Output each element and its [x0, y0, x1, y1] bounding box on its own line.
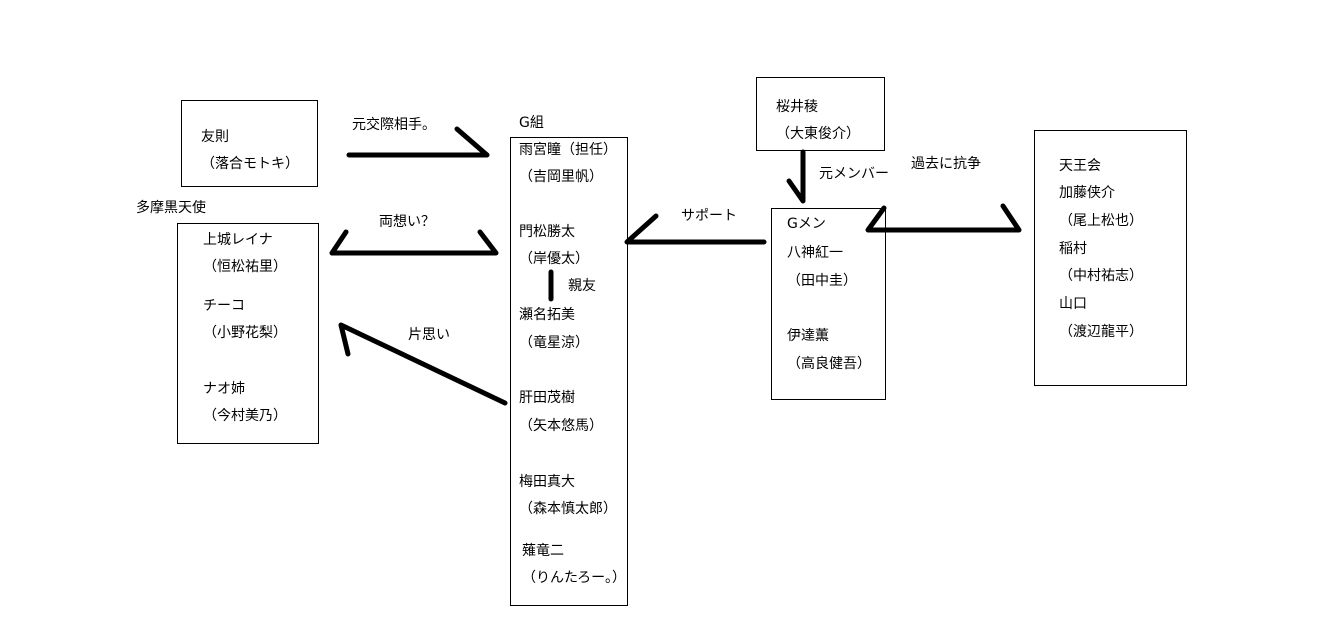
box-tennou-kai [1034, 130, 1187, 386]
g-class-member-name: 肝田茂樹 [519, 390, 575, 406]
box-g-class [510, 137, 628, 606]
g-class-member-name: 梅田真大 [519, 474, 575, 490]
box-sakurai [756, 77, 885, 151]
tama-member-name: ナオ姉 [203, 381, 245, 397]
g-men-member-actor: （田中圭） [787, 273, 857, 289]
g-class-member-actor: （矢本悠馬） [519, 418, 603, 434]
tennou-member-name: 加藤侠介 [1059, 185, 1115, 201]
g-class-member-name: 門松勝太 [519, 224, 575, 240]
arrow-former-member [786, 149, 806, 204]
box-g-men [771, 208, 886, 400]
g-class-title: G組 [519, 115, 544, 131]
tennou-member-name: 山口 [1059, 296, 1087, 312]
g-class-member-actor: （森本慎太郎） [519, 501, 617, 517]
sakurai-actor: （大東俊介） [776, 126, 860, 142]
g-class-member-name: 薙竜二 [522, 543, 564, 559]
tama-member-name: 上城レイナ [203, 232, 273, 248]
label-past-conflict: 過去に抗争 [911, 156, 981, 172]
g-class-member-actor: （岸優太） [519, 251, 589, 267]
g-men-member-name: 八神紅一 [787, 245, 843, 261]
arrow-ex-partner [346, 126, 490, 158]
g-class-member-name: 雨宮瞳（担任） [519, 142, 617, 158]
g-class-member-actor: （吉岡里帆） [519, 169, 603, 185]
tama-member-actor: （恒松祐里） [203, 259, 287, 275]
label-ex-partner: 元交際相手。 [352, 117, 436, 133]
tennou-member-actor: （尾上松也） [1059, 213, 1143, 229]
tama-member-name: チーコ [203, 298, 245, 314]
label-mutual-love: 両想い？ [379, 214, 435, 230]
g-class-member-actor: （りんたろー。） [522, 570, 627, 586]
g-men-member-name: 伊達薫 [787, 328, 829, 344]
tama-member-actor: （小野花梨） [203, 325, 287, 341]
tama-title: 多摩黒天使 [136, 200, 206, 216]
g-men-title: Gメン [787, 216, 826, 232]
label-former-member: 元メンバー [819, 166, 889, 182]
arrow-mutual-love [329, 229, 499, 256]
tennou-member-name: 稲村 [1059, 241, 1087, 257]
label-one-sided-love: 片思い [408, 327, 450, 343]
box-tomonori [181, 100, 318, 187]
tama-member-actor: （今村美乃） [203, 408, 287, 424]
arrow-support [624, 213, 767, 245]
box-tama-kurotenshi [177, 223, 319, 444]
sakurai-name: 桜井稜 [776, 99, 818, 115]
label-best-friend: 親友 [568, 278, 596, 294]
tennou-member-actor: （中村祐志） [1059, 268, 1143, 284]
tomonori-actor: （落合モトキ） [201, 156, 299, 172]
tennou-title: 天王会 [1059, 158, 1101, 174]
tomonori-name: 友則 [201, 129, 229, 145]
g-men-member-actor: （高良健吾） [787, 356, 871, 372]
label-support: サポート [681, 208, 737, 224]
arrow-past-conflict [865, 203, 1022, 233]
g-class-member-name: 瀬名拓美 [519, 307, 575, 323]
arrow-one-sided-love [338, 322, 508, 406]
g-class-member-actor: （竜星涼） [519, 335, 589, 351]
tennou-member-actor: （渡辺龍平） [1059, 324, 1143, 340]
